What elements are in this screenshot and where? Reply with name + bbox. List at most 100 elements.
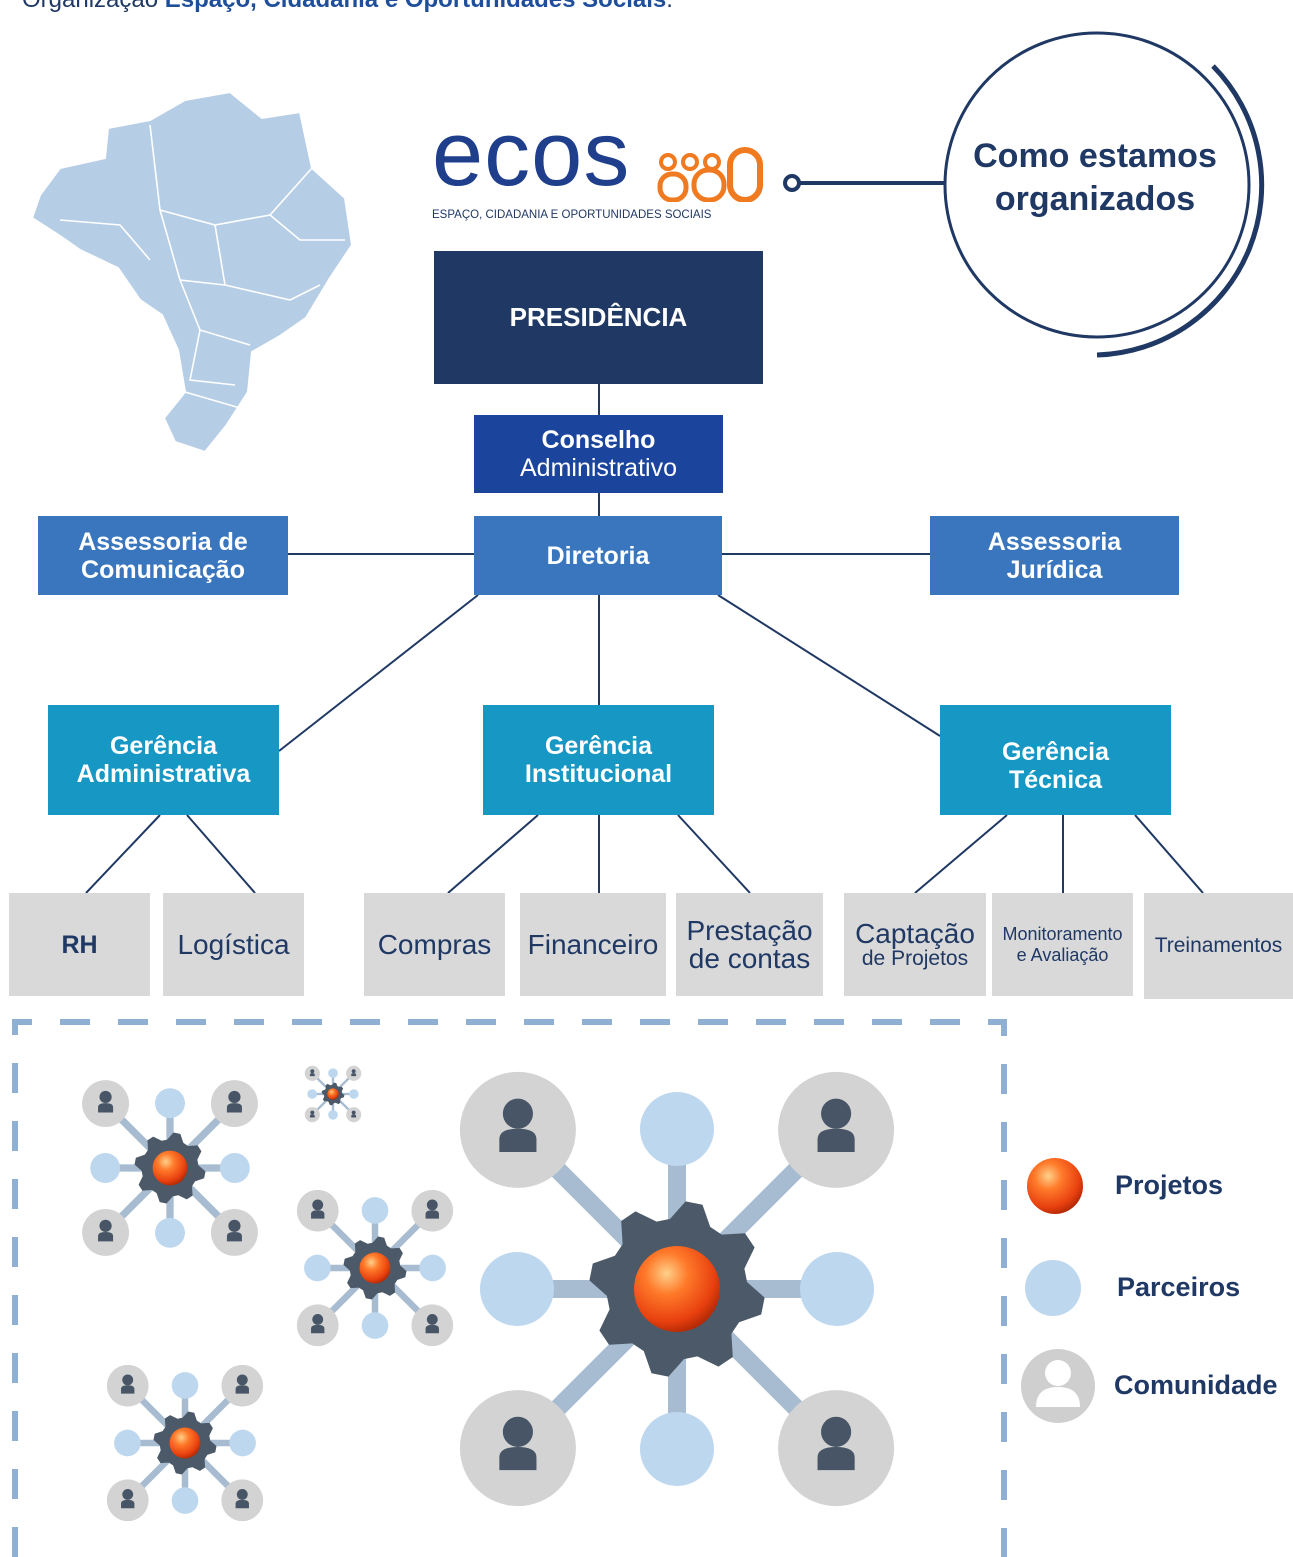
partner-dot-icon (90, 1153, 121, 1183)
community-person-icon (459, 1390, 576, 1507)
assessoria-juridica-line-1: Assessoria (987, 527, 1122, 556)
project-sphere-icon (634, 1246, 720, 1332)
community-person-icon (296, 1304, 339, 1347)
community-person-icon (346, 1107, 362, 1123)
project-network (106, 1364, 264, 1522)
gerencia-institucional-box: Gerência Institucional (483, 705, 714, 815)
badge-line-1: Como estamos (973, 137, 1217, 175)
assessoria-comunicacao-box: Assessoria de Comunicação (38, 516, 288, 595)
assessoria-juridica-box: Assessoria Jurídica (930, 516, 1179, 595)
community-person-icon (106, 1479, 149, 1522)
community-person-icon (82, 1208, 130, 1256)
area-rh: RH (9, 893, 150, 996)
project-sphere-icon (152, 1150, 188, 1186)
partner-dot-icon (640, 1092, 714, 1166)
area-financeiro-label: Financeiro (527, 928, 659, 960)
community-person-icon (411, 1189, 454, 1232)
partner-dot-icon (361, 1197, 389, 1224)
presidencia-box: PRESIDÊNCIA (434, 251, 763, 384)
partner-dot-icon (155, 1217, 185, 1248)
area-captacao-de-projetos: Captação de Projetos (844, 893, 986, 996)
community-person-icon (221, 1479, 264, 1522)
area-prestacao-line-1: Prestação (686, 915, 813, 947)
project-sphere-icon (327, 1088, 339, 1100)
gerencia-tecnica-box: Gerência Técnica (940, 705, 1171, 815)
partner-dot-icon (171, 1487, 199, 1514)
partner-dot-icon (307, 1089, 318, 1099)
legend-parceiros: Parceiros (1117, 1272, 1241, 1302)
gerencia-tecnica-line-1: Gerência (1001, 738, 1109, 766)
logo-dots-icon (657, 147, 763, 202)
community-person-icon (346, 1065, 362, 1081)
partner-dot-icon (800, 1252, 874, 1326)
assessoria-juridica-line-2: Jurídica (1006, 555, 1103, 584)
conselho-line-1: Conselho (541, 426, 656, 454)
area-captacao-line-2: de Projetos (861, 947, 969, 971)
brazil-map-icon (30, 90, 354, 454)
project-network (82, 1080, 258, 1256)
area-captacao-line-1: Captação (855, 917, 975, 949)
org-connectors (85, 384, 1204, 894)
assessoria-comunicacao-line-1: Assessoria de (78, 527, 248, 556)
partner-dot-icon (361, 1312, 389, 1339)
community-person-icon (304, 1065, 320, 1081)
ecos-logo: ecos ESPAÇO, CIDADANIA E OPORTUNIDADES S… (432, 108, 763, 221)
project-sphere-icon (1027, 1158, 1083, 1214)
community-person-icon (221, 1364, 264, 1407)
project-networks (82, 1065, 895, 1522)
area-treinamentos-label: Treinamentos (1154, 934, 1283, 958)
area-compras-label: Compras (377, 928, 492, 960)
partner-dot-icon (419, 1254, 446, 1282)
assessoria-comunicacao-line-2: Comunicação (81, 555, 245, 584)
partner-dot-icon (480, 1252, 554, 1326)
community-person-icon (82, 1080, 130, 1128)
badge-title: Como estamos organizados (940, 135, 1250, 220)
gerencia-institucional-line-1: Gerência (544, 732, 652, 760)
partner-dot-icon (114, 1429, 141, 1457)
area-prestacao-line-2: de contas (688, 942, 811, 974)
legend-comunidade: Comunidade (1114, 1370, 1278, 1400)
project-sphere-icon (169, 1427, 201, 1459)
partner-dot-icon (229, 1429, 256, 1457)
logo-wordmark: ecos (432, 103, 631, 205)
legend-projetos: Projetos (1115, 1170, 1224, 1200)
partner-dot-icon (219, 1153, 250, 1183)
area-logistica-label: Logística (177, 928, 290, 960)
community-person-icon (778, 1390, 895, 1507)
project-network (304, 1065, 362, 1123)
project-sphere-icon (359, 1252, 391, 1284)
partner-dot-icon (348, 1089, 359, 1099)
area-financeiro: Financeiro (520, 893, 666, 996)
header-text: Organização Espaço, Cidadania e Oportuni… (22, 0, 673, 14)
gerencia-administrativa-line-2: Administrativa (76, 760, 251, 788)
area-prestacao-de-contas: Prestação de contas (676, 893, 823, 996)
community-person-icon (296, 1189, 339, 1232)
diretoria-label: Diretoria (546, 541, 650, 570)
partner-dot-icon (155, 1088, 185, 1119)
community-person-icon (1021, 1349, 1095, 1423)
area-rh-label: RH (61, 930, 98, 959)
community-person-icon (411, 1304, 454, 1347)
conselho-line-2: Administrativo (520, 454, 677, 482)
org-name: Espaço, Cidadania e Oportunidades Sociai… (165, 0, 666, 13)
area-monitoramento-line-1: Monitoramento (1002, 923, 1123, 944)
partner-dot-icon (328, 1068, 338, 1079)
area-monitoramento-e-avaliacao: Monitoramento e Avaliação (992, 893, 1133, 996)
partner-dot-icon (640, 1412, 714, 1486)
project-network (296, 1189, 454, 1347)
conselho-box: Conselho Administrativo (474, 415, 723, 493)
area-monitoramento-line-2: e Avaliação (1016, 944, 1109, 965)
community-person-icon (210, 1208, 258, 1256)
badge-circle (783, 31, 1265, 358)
partner-dot-icon (304, 1254, 331, 1282)
project-network (459, 1071, 895, 1507)
gerencia-administrativa-box: Gerência Administrativa (48, 705, 279, 815)
area-compras: Compras (364, 893, 505, 996)
community-person-icon (459, 1071, 576, 1188)
header-suffix: . (666, 0, 673, 13)
area-treinamentos: Treinamentos (1144, 893, 1293, 999)
gerencia-administrativa-line-1: Gerência (109, 732, 217, 760)
community-person-icon (106, 1364, 149, 1407)
community-person-icon (778, 1071, 895, 1188)
